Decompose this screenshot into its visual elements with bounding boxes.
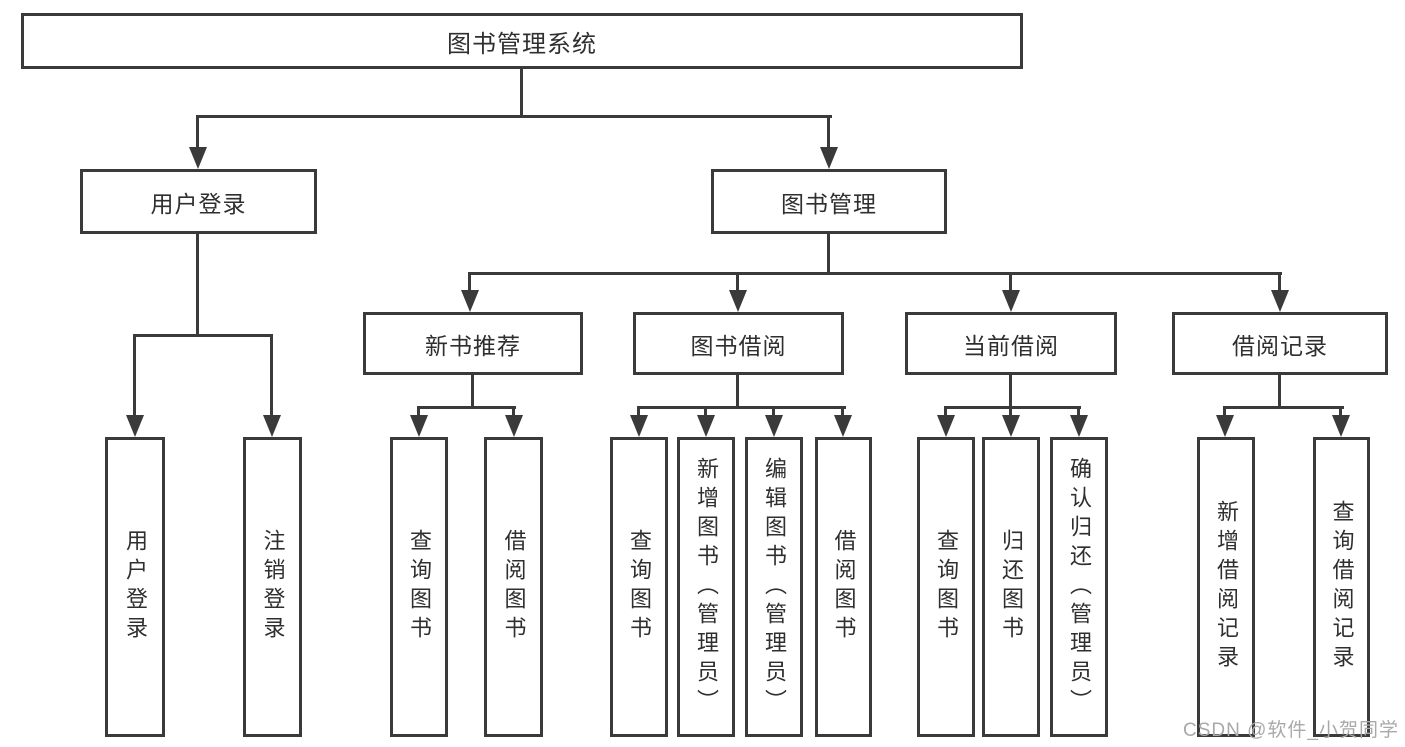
connector-user-login-hline xyxy=(133,334,273,337)
leaf-borrow-books-borrowing: 借阅图书 xyxy=(815,437,872,737)
leaf-add-books-admin: 新增图书（管理员） xyxy=(677,437,735,737)
node-library-system: 图书管理系统 xyxy=(21,13,1023,69)
arrow-to-query-books-current xyxy=(944,408,947,415)
arrow-to-query-borrow-record xyxy=(1339,408,1342,415)
arrow-to-leaf-user-login xyxy=(133,336,136,415)
leaf-query-books-borrowing-label: 查询图书 xyxy=(627,529,652,645)
node-new-book-recommend: 新书推荐 xyxy=(363,312,583,375)
leaf-borrow-books-borrowing-label: 借阅图书 xyxy=(831,529,857,645)
leaf-query-borrow-record-label: 查询借阅记录 xyxy=(1329,500,1355,674)
leaf-query-books-current-label: 查询图书 xyxy=(934,529,959,645)
connector-borrowing-hline xyxy=(637,406,846,409)
arrow-to-query-books-borrowing xyxy=(637,408,640,415)
leaf-user-login: 用户登录 xyxy=(105,437,165,737)
arrow-to-add-books-admin xyxy=(704,408,707,415)
arrow-to-user-login xyxy=(196,117,199,147)
connector-root-hline xyxy=(196,115,832,118)
arrow-to-return-books xyxy=(1009,408,1012,415)
node-user-login-label: 用户登录 xyxy=(150,190,247,217)
node-user-login: 用户登录 xyxy=(80,169,317,234)
node-book-management-label: 图书管理 xyxy=(781,190,877,217)
node-borrowing-records: 借阅记录 xyxy=(1172,312,1388,375)
connector-recommend-stem xyxy=(471,375,474,409)
leaf-logout-login: 注销登录 xyxy=(243,437,302,737)
leaf-confirm-return-admin-label: 确认归还（管理员） xyxy=(1067,456,1092,718)
leaf-query-borrow-record: 查询借阅记录 xyxy=(1313,437,1370,737)
connector-root-stem xyxy=(520,69,523,118)
leaf-add-borrow-record: 新增借阅记录 xyxy=(1197,437,1255,737)
node-book-management: 图书管理 xyxy=(711,169,947,234)
arrow-to-query-books-recommend xyxy=(417,408,420,415)
arrow-to-edit-books-admin xyxy=(772,408,775,415)
connector-user-login-stem xyxy=(196,234,199,337)
leaf-add-borrow-record-label: 新增借阅记录 xyxy=(1214,500,1239,674)
leaf-return-books-label: 归还图书 xyxy=(999,529,1024,645)
arrow-to-current-borrowing xyxy=(1009,274,1012,290)
leaf-borrow-books-recommend: 借阅图书 xyxy=(484,437,543,737)
arrow-to-new-book-recommend xyxy=(468,274,471,290)
leaf-borrow-books-recommend-label: 借阅图书 xyxy=(501,529,527,645)
node-current-borrowing: 当前借阅 xyxy=(905,312,1117,375)
connector-records-stem xyxy=(1278,375,1281,409)
connector-book-management-stem xyxy=(827,234,830,275)
leaf-add-books-admin-label: 新增图书（管理员） xyxy=(694,456,719,718)
connector-borrowing-stem xyxy=(736,375,739,409)
node-book-borrowing-label: 图书借阅 xyxy=(690,332,787,359)
arrow-to-borrow-books-recommend xyxy=(512,408,515,415)
arrow-to-confirm-return-admin xyxy=(1077,408,1080,415)
leaf-edit-books-admin-label: 编辑图书（管理员） xyxy=(762,456,787,718)
leaf-edit-books-admin: 编辑图书（管理员） xyxy=(745,437,803,737)
node-borrowing-records-label: 借阅记录 xyxy=(1232,332,1328,359)
arrow-to-add-borrow-record xyxy=(1223,408,1226,415)
arrow-to-book-borrowing xyxy=(736,274,739,290)
connector-records-hline xyxy=(1223,406,1344,409)
csdn-watermark: CSDN @软件_小贺同学 xyxy=(1183,720,1399,741)
connector-book-management-hline xyxy=(468,272,1282,275)
node-current-borrowing-label: 当前借阅 xyxy=(963,332,1059,359)
node-book-borrowing: 图书借阅 xyxy=(633,312,844,375)
leaf-logout-login-label: 注销登录 xyxy=(260,529,286,645)
node-new-book-recommend-label: 新书推荐 xyxy=(425,332,521,359)
leaf-query-books-current: 查询图书 xyxy=(917,437,975,737)
leaf-query-books-recommend-label: 查询图书 xyxy=(407,529,432,645)
arrow-to-borrow-books-borrowing xyxy=(841,408,844,415)
leaf-confirm-return-admin: 确认归还（管理员） xyxy=(1050,437,1108,737)
leaf-query-books-recommend: 查询图书 xyxy=(390,437,448,737)
connector-recommend-hline xyxy=(417,406,516,409)
arrow-to-book-management xyxy=(827,117,830,147)
leaf-user-login-label: 用户登录 xyxy=(123,529,148,645)
node-library-system-label: 图书管理系统 xyxy=(447,30,597,58)
connector-current-hline xyxy=(944,406,1081,409)
leaf-query-books-borrowing: 查询图书 xyxy=(610,437,668,737)
arrow-to-borrowing-records xyxy=(1278,274,1281,290)
arrow-to-leaf-logout xyxy=(270,336,273,415)
leaf-return-books: 归还图书 xyxy=(982,437,1040,737)
connector-current-stem xyxy=(1009,375,1012,409)
